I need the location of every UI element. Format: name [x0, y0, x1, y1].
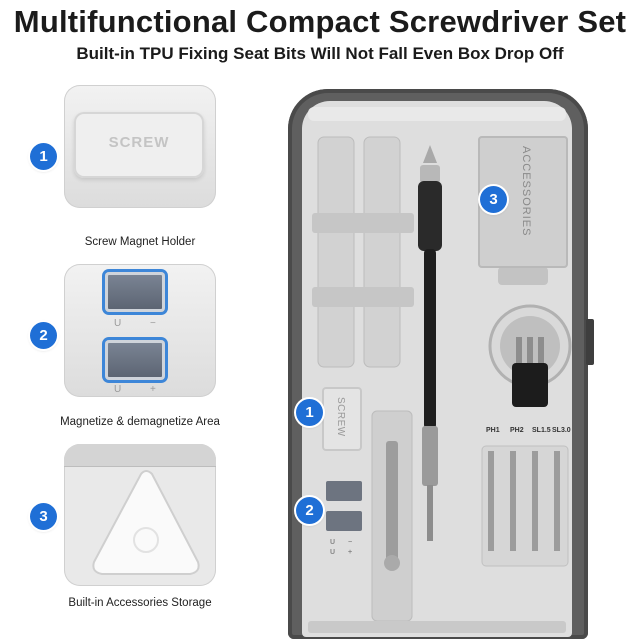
feature-1-caption: Screw Magnet Holder: [84, 236, 196, 248]
demagnetize-slot: [105, 272, 165, 312]
magnetize-slot: [105, 340, 165, 380]
bit-label-ph1: PH1: [486, 427, 500, 434]
screwdriver-case: ACCESSORIES SCREW PH1 PH2 SL1.5 SL3.0 U …: [288, 89, 594, 639]
page-subtitle: Built-in TPU Fixing Seat Bits Will Not F…: [76, 44, 564, 63]
tray-layout: [308, 107, 572, 633]
screw-magnet-holder-panel: SCREW: [64, 85, 216, 208]
pry-tool-icon: [92, 470, 200, 575]
feature-1-badge: 1: [30, 143, 57, 170]
box-badge-1: 1: [296, 399, 323, 426]
magnet-holder-plate: SCREW: [74, 112, 204, 178]
bit-label-sl30: SL3.0: [552, 427, 571, 434]
magnet-icon: U: [114, 384, 122, 395]
case-hinge: [586, 319, 594, 365]
box-magnet-icon: U: [330, 539, 336, 546]
magnetize-area-panel: U − U +: [64, 264, 216, 397]
bit-label-ph2: PH2: [510, 427, 524, 434]
box-plus-icon: +: [348, 549, 353, 556]
feature-3-caption: Built-in Accessories Storage: [68, 597, 212, 609]
minus-icon: −: [150, 318, 156, 329]
magnet-icon: U: [114, 318, 122, 329]
box-minus-icon: −: [348, 539, 353, 546]
storage-lid: [64, 444, 216, 467]
box-screw-label: SCREW: [335, 397, 346, 437]
box-badge-2: 2: [296, 497, 323, 524]
feature-3-badge: 3: [30, 503, 57, 530]
accessories-label: ACCESSORIES: [520, 146, 532, 237]
bit-label-sl15: SL1.5: [532, 427, 551, 434]
page-title: Multifunctional Compact Screwdriver Set: [13, 4, 627, 39]
box-magnet-icon: U: [330, 549, 336, 556]
accessories-storage-panel: [64, 444, 216, 586]
box-badge-3: 3: [480, 186, 507, 213]
feature-2-caption: Magnetize & demagnetize Area: [60, 416, 220, 428]
feature-2-badge: 2: [30, 322, 57, 349]
box-screw-magnet-holder: SCREW: [322, 387, 362, 451]
case-tray: ACCESSORIES SCREW PH1 PH2 SL1.5 SL3.0 U …: [302, 101, 572, 637]
plus-icon: +: [150, 384, 156, 395]
magnet-holder-text: SCREW: [108, 134, 170, 151]
